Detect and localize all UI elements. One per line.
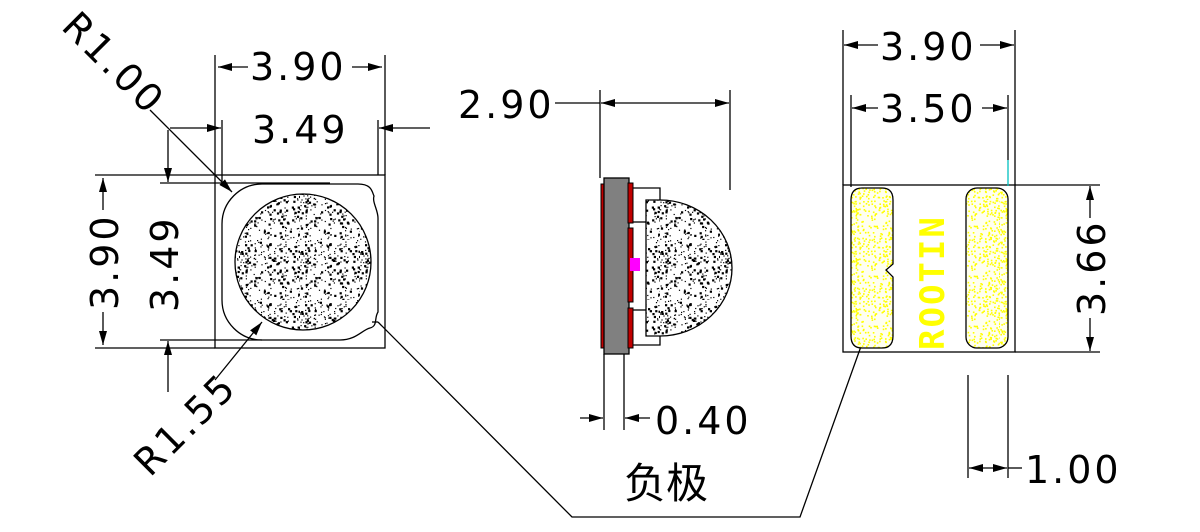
base-thickness-label: 0.40 (655, 399, 752, 443)
substrate (603, 177, 630, 355)
bottom-outline (842, 184, 1016, 353)
logo: ROOTIN (913, 215, 953, 350)
chip-marker (630, 258, 640, 271)
top-view: 3.90 3.49 3.90 3.49 R1.00 R1.55 (54, 3, 430, 484)
pad-gap-label: 1.00 (1025, 448, 1122, 492)
bottom-view: ROOTIN 3.90 3.50 3.66 1.00 (842, 25, 1122, 492)
lens-circle (234, 193, 372, 331)
top-width-label: 3.90 (250, 45, 347, 89)
cathode-leader (377, 281, 885, 518)
bottom-width-label: 3.90 (880, 25, 977, 69)
top-inner-height-label: 3.49 (143, 215, 187, 312)
cavity-outline (221, 183, 379, 341)
top-inner-width-label: 3.49 (252, 108, 349, 152)
cathode-pad (850, 187, 894, 349)
lens-radius-label: R1.55 (125, 364, 245, 484)
cathode-label: 负极 (624, 459, 708, 508)
depth-label: 2.90 (458, 83, 555, 127)
side-view: 2.90 0.40 负极 (458, 83, 752, 508)
bottom-height-label: 3.66 (1070, 219, 1114, 316)
package-outline (214, 174, 386, 349)
dome-lens (645, 199, 733, 337)
corner-radius-label: R1.00 (54, 3, 174, 123)
top-height-label: 3.90 (83, 213, 127, 310)
anode-pad (965, 187, 1009, 349)
pad-span-label: 3.50 (880, 87, 977, 131)
